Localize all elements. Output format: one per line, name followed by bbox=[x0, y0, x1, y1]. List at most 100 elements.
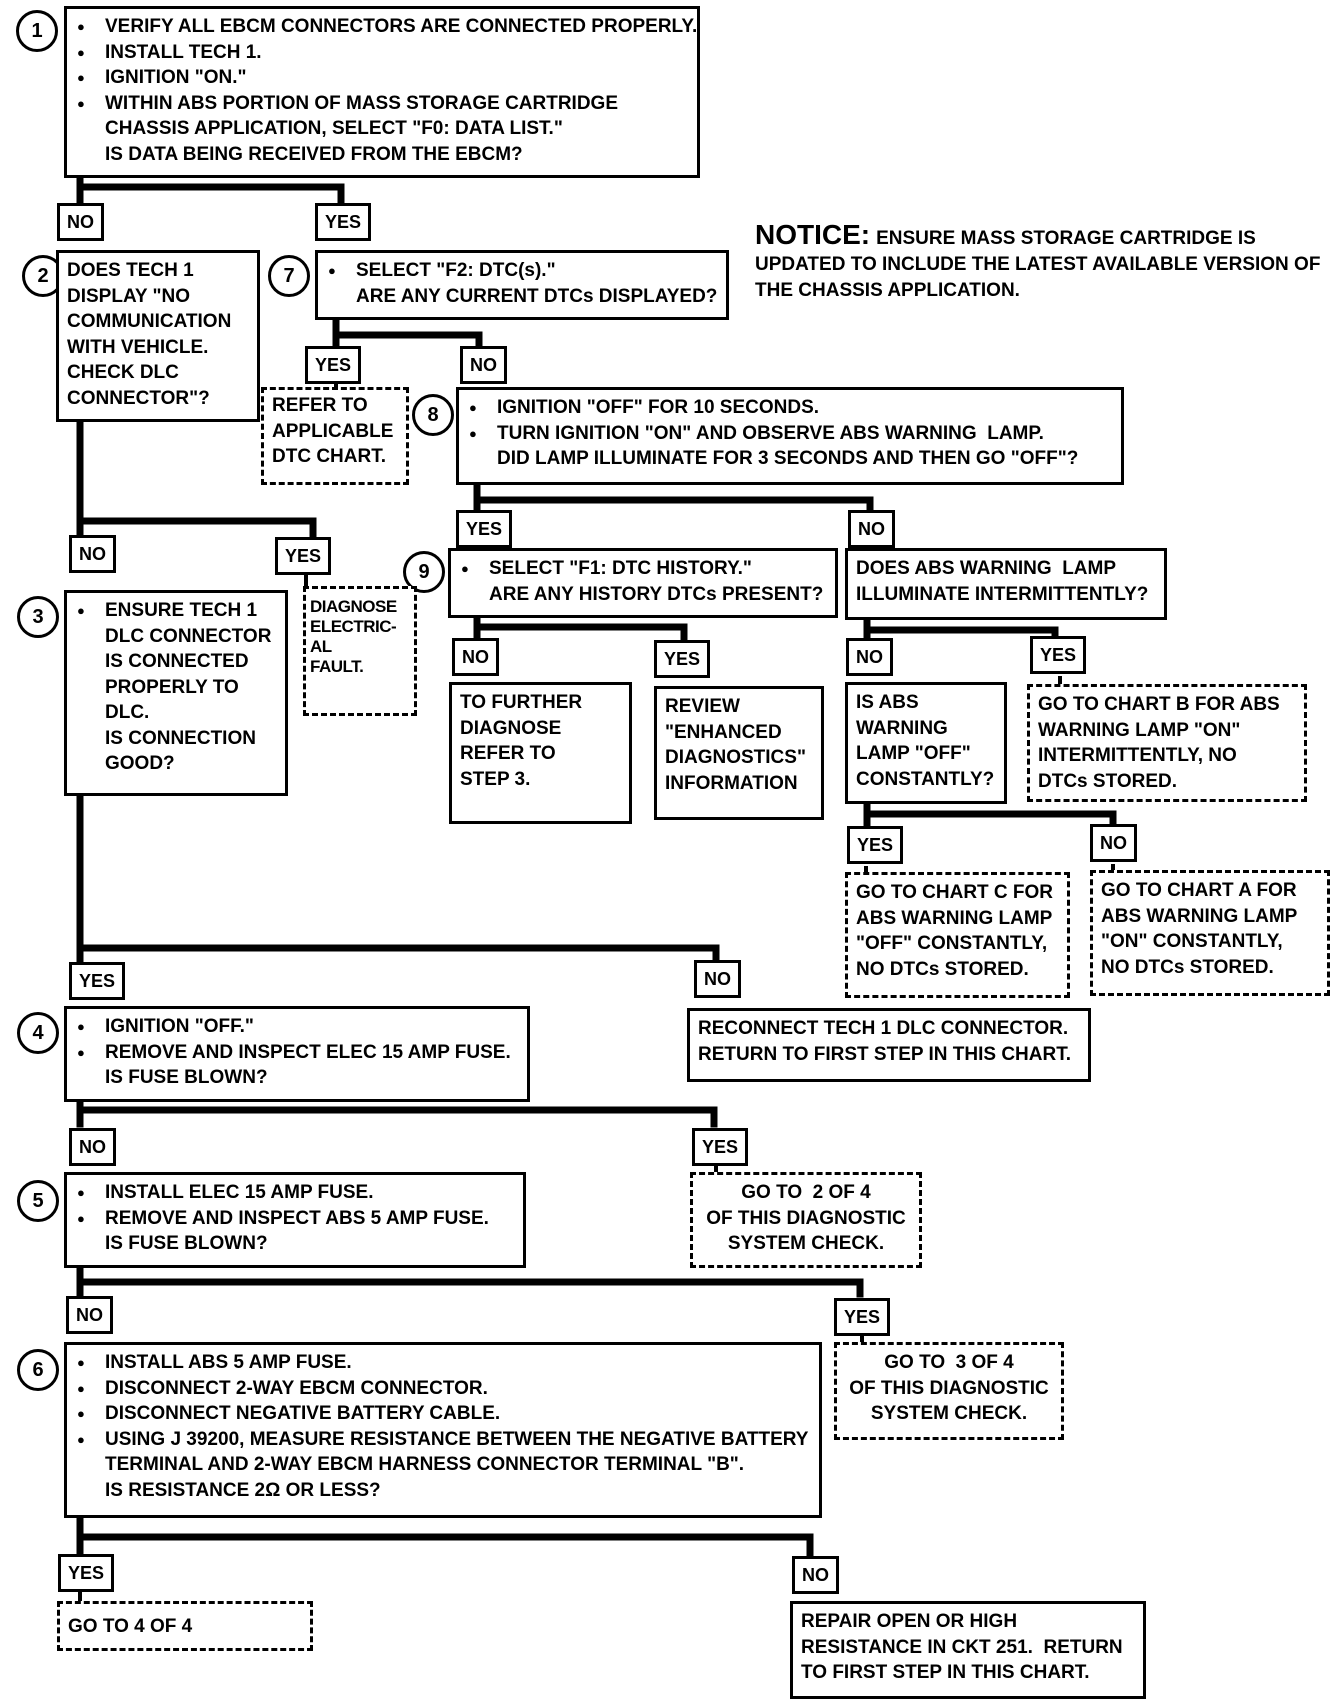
step-3-bullet: ENSURE TECH 1 DLC CONNECTOR IS CONNECTED… bbox=[75, 598, 277, 726]
diagnose-electrical-box: DIAGNOSE ELECTRIC- AL FAULT. bbox=[303, 586, 417, 716]
lamp-off-line: IS ABS bbox=[856, 692, 919, 713]
step-6-box: INSTALL ABS 5 AMP FUSE. DISCONNECT 2-WAY… bbox=[64, 1342, 822, 1518]
step-2-line: CONNECTOR"? bbox=[67, 387, 210, 409]
step-8-number: 8 bbox=[412, 394, 454, 436]
goto-3of4-line: GO TO 3 OF 4 bbox=[884, 1352, 1014, 1373]
label-yes: YES bbox=[315, 203, 372, 241]
step-4-bullet: IGNITION "OFF." bbox=[75, 1014, 519, 1040]
diagnose-line: FAULT. bbox=[310, 657, 364, 676]
repair-open-line: TO FIRST STEP IN THIS CHART. bbox=[801, 1662, 1090, 1683]
step-7-number: 7 bbox=[268, 255, 310, 297]
step-5-box: INSTALL ELEC 15 AMP FUSE. REMOVE AND INS… bbox=[64, 1172, 526, 1268]
step-1-bullet: IGNITION "ON." bbox=[75, 65, 689, 91]
step-3-box: ENSURE TECH 1 DLC CONNECTOR IS CONNECTED… bbox=[64, 590, 288, 796]
goto-3of4-line: OF THIS DIAGNOSTIC bbox=[849, 1377, 1049, 1399]
label-no: NO bbox=[66, 1296, 113, 1334]
chart-b-line: WARNING LAMP "ON" bbox=[1038, 719, 1241, 741]
chart-b-line: DTCs STORED. bbox=[1038, 770, 1178, 792]
step-9-number: 9 bbox=[403, 551, 445, 593]
step-1-question: IS DATA BEING RECEIVED FROM THE EBCM? bbox=[105, 143, 523, 165]
step-7-bullet: SELECT "F2: DTC(s)." bbox=[326, 258, 718, 284]
step-6-question: IS RESISTANCE 2Ω OR LESS? bbox=[105, 1479, 381, 1501]
step-4-question: IS FUSE BLOWN? bbox=[105, 1067, 268, 1088]
notice: NOTICE:ENSURE MASS STORAGE CARTRIDGE IS … bbox=[755, 219, 1325, 304]
label-yes: YES bbox=[834, 1298, 891, 1336]
lamp-intermittent-line: DOES ABS WARNING LAMP bbox=[856, 558, 1117, 579]
label-no: NO bbox=[694, 960, 741, 998]
lamp-off-line: LAMP "OFF" bbox=[856, 743, 971, 764]
goto-3of4-line: SYSTEM CHECK. bbox=[870, 1403, 1028, 1424]
connector-s7 bbox=[332, 314, 483, 352]
step-2-line: COMMUNICATION bbox=[67, 311, 232, 332]
goto-2of4-line: OF THIS DIAGNOSTIC bbox=[706, 1207, 906, 1229]
step-4-box: IGNITION "OFF." REMOVE AND INSPECT ELEC … bbox=[64, 1006, 530, 1102]
step-1-box: VERIFY ALL EBCM CONNECTORS ARE CONNECTED… bbox=[64, 6, 700, 178]
step-2-box: DOES TECH 1 DISPLAY "NO COMMUNICATION WI… bbox=[56, 250, 260, 422]
step-2-line: DOES TECH 1 bbox=[67, 260, 194, 281]
chart-b-box: GO TO CHART B FOR ABS WARNING LAMP "ON" … bbox=[1027, 684, 1307, 802]
step-6-bullet: DISCONNECT 2-WAY EBCM CONNECTOR. bbox=[75, 1376, 811, 1402]
reconnect-box: RECONNECT TECH 1 DLC CONNECTOR. RETURN T… bbox=[687, 1008, 1091, 1082]
review-enhanced-box: REVIEW "ENHANCED DIAGNOSTICS" INFORMATIO… bbox=[654, 686, 824, 820]
connector-s8 bbox=[473, 480, 874, 516]
step-6-bullet: INSTALL ABS 5 AMP FUSE. bbox=[75, 1350, 811, 1376]
refer-dtc-line: DTC CHART. bbox=[272, 446, 386, 467]
step-8-bullet: IGNITION "OFF" FOR 10 SECONDS. bbox=[467, 395, 1113, 421]
chart-a-line: "ON" CONSTANTLY, bbox=[1101, 931, 1283, 952]
step-9-bullet: SELECT "F1: DTC HISTORY." bbox=[459, 556, 827, 582]
reconnect-line: RETURN TO FIRST STEP IN THIS CHART. bbox=[698, 1043, 1071, 1065]
step-8-bullet: TURN IGNITION "ON" AND OBSERVE ABS WARNI… bbox=[467, 421, 1113, 447]
further-diagnose-line: STEP 3. bbox=[460, 768, 531, 790]
step-1-bullet: VERIFY ALL EBCM CONNECTORS ARE CONNECTED… bbox=[75, 14, 697, 40]
label-yes: YES bbox=[456, 510, 513, 548]
connector-intermittent bbox=[863, 616, 1059, 644]
notice-heading: NOTICE: bbox=[755, 219, 871, 250]
step-8-box: IGNITION "OFF" FOR 10 SECONDS. TURN IGNI… bbox=[456, 387, 1124, 485]
goto-4of4-box: GO TO 4 OF 4 bbox=[57, 1601, 313, 1651]
label-no: NO bbox=[452, 638, 499, 676]
notice-text: ENSURE MASS STORAGE CARTRIDGE IS UPDATED… bbox=[755, 228, 1321, 301]
lamp-off-line: CONSTANTLY? bbox=[856, 768, 995, 790]
step-2-line: WITH VEHICLE. bbox=[67, 336, 209, 358]
label-no: NO bbox=[848, 510, 895, 548]
label-no: NO bbox=[1090, 824, 1137, 862]
goto-4of4-line: GO TO 4 OF 4 bbox=[68, 1616, 193, 1637]
repair-open-line: RESISTANCE IN CKT 251. RETURN bbox=[801, 1636, 1123, 1658]
label-yes: YES bbox=[654, 640, 711, 678]
review-enhanced-line: INFORMATION bbox=[665, 772, 798, 794]
connector-lamp-off bbox=[863, 798, 1117, 830]
goto-2of4-line: GO TO 2 OF 4 bbox=[741, 1182, 871, 1203]
step-5-bullet: INSTALL ELEC 15 AMP FUSE. bbox=[75, 1180, 515, 1206]
further-diagnose-line: REFER TO bbox=[460, 743, 556, 764]
step-4-bullet: REMOVE AND INSPECT ELEC 15 AMP FUSE. bbox=[75, 1040, 519, 1066]
lamp-off-line: WARNING bbox=[856, 717, 948, 739]
label-yes: YES bbox=[275, 537, 332, 575]
label-yes: YES bbox=[305, 346, 362, 384]
refer-dtc-line: REFER TO bbox=[272, 395, 368, 416]
chart-a-line: ABS WARNING LAMP bbox=[1101, 905, 1298, 927]
lamp-intermittent-box: DOES ABS WARNING LAMP ILLUMINATE INTERMI… bbox=[845, 548, 1167, 620]
step-2-line: CHECK DLC bbox=[67, 362, 179, 383]
chart-a-line: NO DTCs STORED. bbox=[1101, 956, 1274, 978]
diagnose-line: DIAGNOSE bbox=[310, 597, 397, 616]
label-no: NO bbox=[460, 346, 507, 384]
review-enhanced-line: REVIEW bbox=[665, 696, 740, 717]
step-7-box: SELECT "F2: DTC(s)." ARE ANY CURRENT DTC… bbox=[315, 250, 729, 320]
lamp-off-constantly-box: IS ABS WARNING LAMP "OFF" CONSTANTLY? bbox=[845, 682, 1007, 804]
step-1-bullet: INSTALL TECH 1. bbox=[75, 40, 689, 66]
label-no: NO bbox=[846, 638, 893, 676]
chart-c-line: GO TO CHART C FOR bbox=[856, 882, 1054, 903]
goto-2of4-line: SYSTEM CHECK. bbox=[727, 1233, 885, 1254]
connector-s2 bbox=[76, 416, 317, 538]
chart-b-line: GO TO CHART B FOR ABS bbox=[1038, 694, 1280, 715]
step-7-question: ARE ANY CURRENT DTCs DISPLAYED? bbox=[356, 285, 718, 307]
connector-s1 bbox=[76, 174, 345, 207]
chart-c-line: "OFF" CONSTANTLY, bbox=[856, 933, 1048, 954]
label-yes: YES bbox=[692, 1128, 749, 1166]
review-enhanced-line: "ENHANCED bbox=[665, 721, 782, 743]
lamp-intermittent-line: ILLUMINATE INTERMITTENTLY? bbox=[856, 583, 1149, 605]
step-8-question: DID LAMP ILLUMINATE FOR 3 SECONDS AND TH… bbox=[497, 448, 1079, 469]
connector-s3 bbox=[76, 791, 720, 964]
